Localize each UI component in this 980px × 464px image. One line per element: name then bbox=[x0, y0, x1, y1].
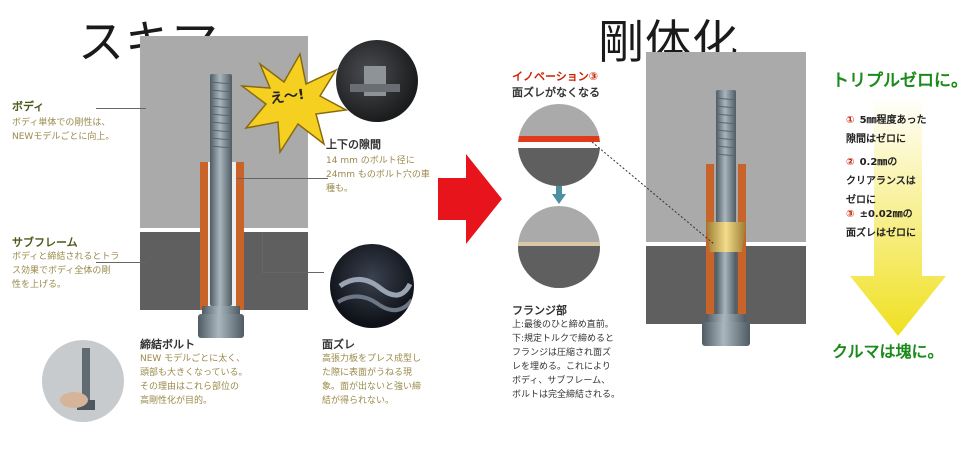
bolt-left-icon bbox=[198, 74, 244, 338]
flange-label: フランジ部 bbox=[512, 304, 567, 317]
surface-photo bbox=[330, 244, 414, 328]
innovation-sub: 面ズレがなくなる bbox=[512, 86, 600, 99]
surprise-burst-icon bbox=[240, 51, 349, 155]
gap-label: 上下の隙間 bbox=[326, 138, 381, 151]
bolt-right-icon bbox=[702, 90, 750, 346]
triple-item-2-text: 0.2㎜の クリアランスは ゼロに bbox=[846, 157, 916, 206]
subframe-label: サブフレーム bbox=[12, 236, 78, 249]
innovation-label: イノベーション③ bbox=[512, 70, 599, 83]
triple-footer: クルマは塊に。 bbox=[832, 342, 944, 361]
triple-heading: トリプルゼロに。 bbox=[832, 71, 968, 91]
body-leader bbox=[96, 108, 146, 109]
gap-photo bbox=[336, 40, 418, 122]
subframe-desc: ボディと締結されるとトラ ス効果でボディ全体の剛 性を上げる。 bbox=[12, 252, 120, 290]
triple-item-3: ③ ±0.02㎜の 面ズレはゼロに bbox=[846, 202, 916, 240]
triple-item-2: ② 0.2㎜の クリアランスは ゼロに bbox=[846, 150, 916, 207]
flange-after-circle bbox=[518, 206, 600, 288]
gap-wall-left bbox=[200, 162, 208, 310]
surface-leader-v bbox=[262, 232, 263, 272]
transition-arrow-icon bbox=[438, 154, 502, 244]
bolt-label: 締結ボルト bbox=[140, 338, 195, 351]
triple-item-3-text: ±0.02㎜の 面ズレはゼロに bbox=[846, 209, 916, 239]
yellow-down-arrow-icon bbox=[850, 96, 946, 336]
triple-item-2-num: ② bbox=[846, 157, 855, 168]
flange-pointer-line bbox=[591, 141, 715, 245]
gap-desc: 14 mm のボルト径に 24mm ものボルト穴の車 種も。 bbox=[326, 156, 430, 194]
body-desc: ボディ単体での剛性は、 NEWモデルごとに向上。 bbox=[12, 118, 115, 142]
triple-item-1-text: 5㎜程度あった 隙間はゼロに bbox=[846, 115, 927, 145]
subframe-leader bbox=[96, 262, 146, 263]
triple-item-1: ① 5㎜程度あった 隙間はゼロに bbox=[846, 108, 927, 146]
triple-item-3-num: ③ bbox=[846, 209, 855, 220]
flange-before-circle bbox=[518, 104, 600, 186]
flange-desc: 上:最後のひと締め直前。 下:規定トルクで締めると フランジは圧縮され面ズ レを… bbox=[512, 320, 621, 400]
gap-wall-right bbox=[236, 162, 244, 310]
down-arrow-icon bbox=[552, 186, 566, 204]
gap-leader bbox=[236, 178, 328, 179]
surface-label: 面ズレ bbox=[322, 338, 355, 351]
surface-leader-h bbox=[262, 272, 324, 273]
bolt-desc: NEW モデルごとに太く、 頭部も大きくなっている。 その理由はこれら部位の 高… bbox=[140, 354, 248, 406]
body-label: ボディ bbox=[12, 100, 45, 113]
bolt-photo bbox=[42, 340, 124, 422]
triple-item-1-num: ① bbox=[846, 115, 855, 126]
surface-desc: 高張力板をプレス成型し た際に表面がうねる現 象。面が出ないと強い締 結が得られ… bbox=[322, 354, 422, 406]
